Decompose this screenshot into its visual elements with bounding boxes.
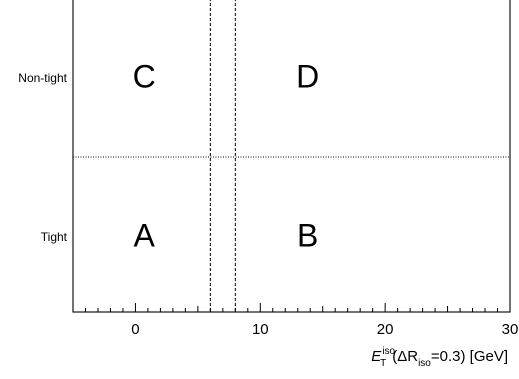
x-axis-title-open: (ΔR [392, 348, 418, 365]
x-axis-title-iso-sub: iso [418, 358, 431, 369]
x-axis-title-e: E [371, 348, 382, 365]
x-tick-label: 0 [131, 321, 139, 338]
x-axis-title-close: =0.3) [GeV] [431, 348, 508, 365]
x-axis-title-t-sub: T [380, 358, 386, 369]
x-tick-label: 30 [502, 321, 519, 338]
region-label-c: C [133, 58, 156, 94]
y-label-tight: Tight [41, 230, 68, 244]
x-axis-tick-labels: 0 10 20 30 [131, 321, 518, 338]
x-axis-title-iso-sup: iso [382, 346, 395, 357]
isolation-cut-lines [209, 0, 236, 312]
region-label-a: A [133, 217, 155, 253]
x-tick-label: 20 [377, 321, 394, 338]
region-label-d: D [296, 58, 319, 94]
region-label-b: B [297, 217, 318, 253]
x-tick-label: 10 [252, 321, 269, 338]
region-labels: C D A B [133, 58, 320, 253]
y-label-non-tight: Non-tight [18, 71, 67, 85]
x-axis-ticks [72, 303, 511, 312]
plot-frame [72, 0, 511, 313]
